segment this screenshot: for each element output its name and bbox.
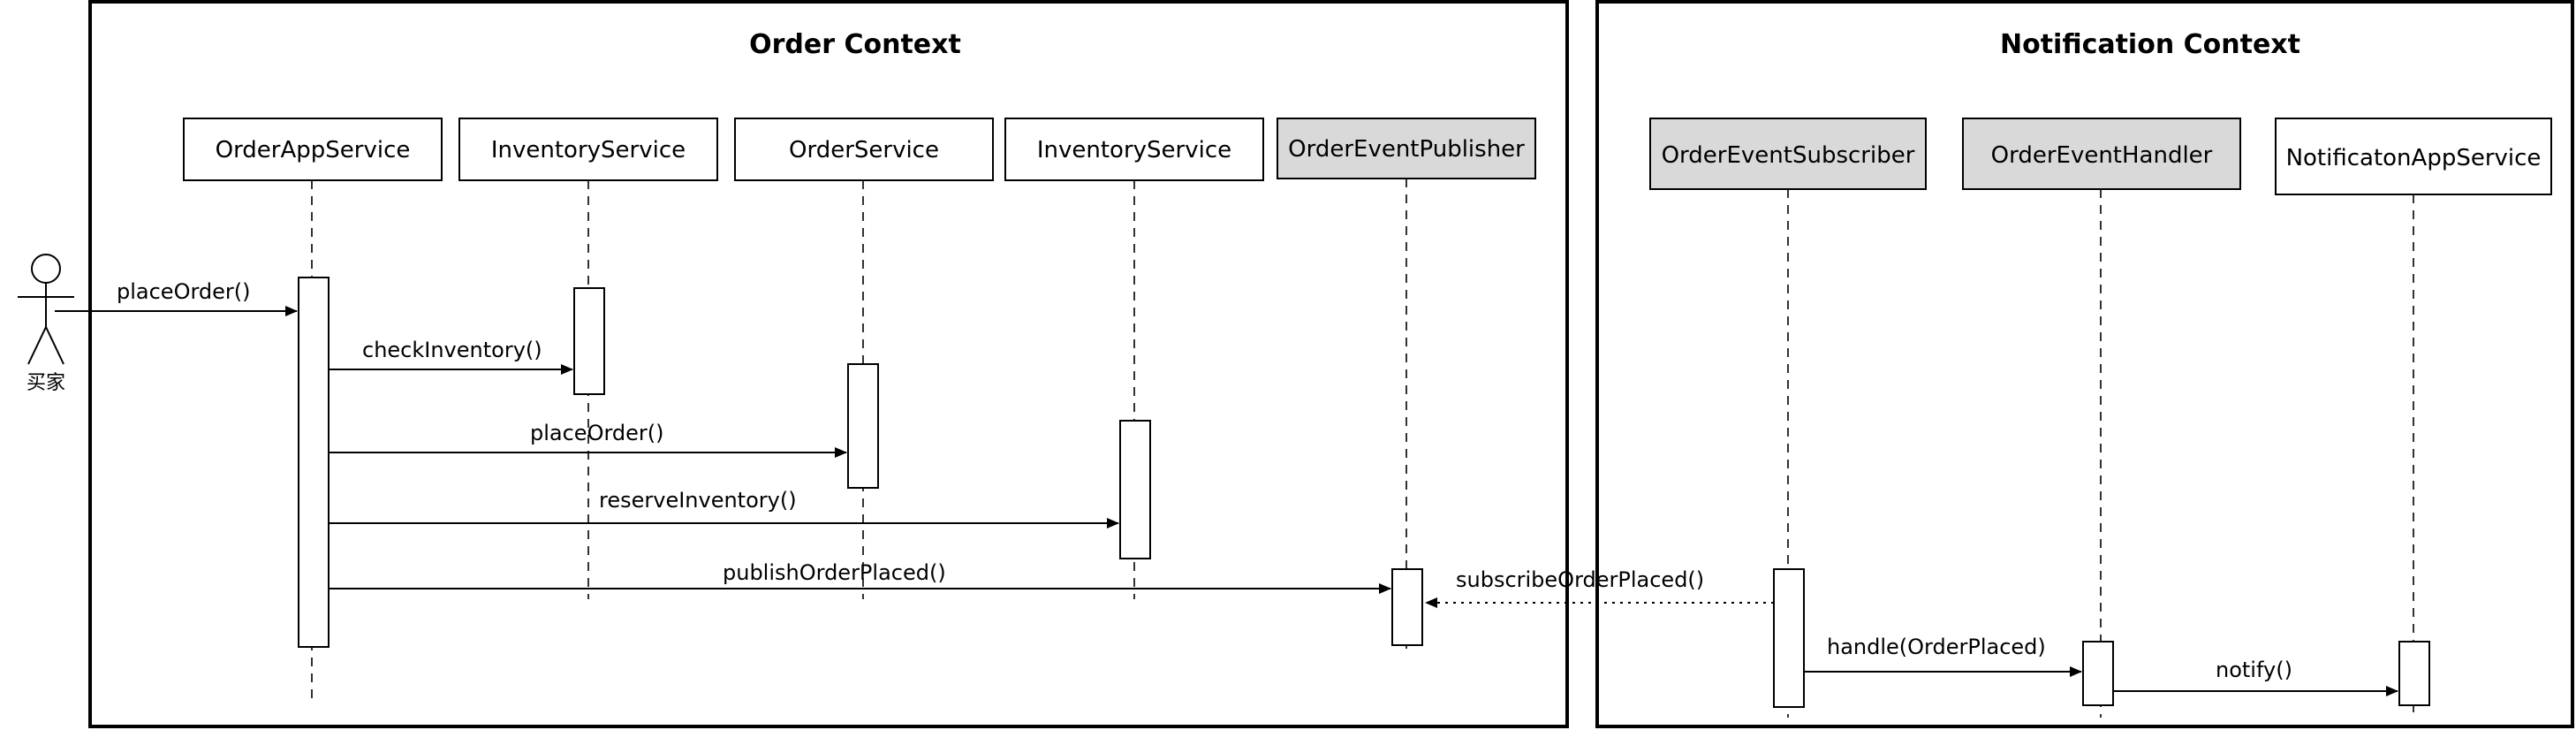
participant-label: InventoryService bbox=[1037, 137, 1231, 163]
activation-bar bbox=[2398, 641, 2430, 706]
activation-bar bbox=[2082, 641, 2114, 706]
message-label: handle(OrderPlaced) bbox=[1827, 635, 2046, 659]
participant-label: OrderEventHandler bbox=[1991, 142, 2213, 169]
activation-bar bbox=[1391, 568, 1423, 646]
participant-notification-app-service: NotificatonAppService bbox=[2275, 118, 2552, 195]
message-publish-order-placed: publishOrderPlaced() bbox=[329, 560, 1391, 594]
notification-context-title: Notification Context bbox=[2000, 29, 2300, 60]
message-subscribe-order-placed: subscribeOrderPlaced() bbox=[1425, 567, 1774, 608]
activation-bar bbox=[1773, 568, 1805, 708]
participant-label: InventoryService bbox=[491, 137, 686, 163]
participant-order-app-service: OrderAppService bbox=[183, 118, 443, 181]
participant-label: OrderService bbox=[789, 137, 939, 163]
message-label: placeOrder() bbox=[530, 421, 664, 445]
participant-order-service: OrderService bbox=[734, 118, 994, 181]
notification-context-frame: Notification Context bbox=[1595, 0, 2574, 728]
message-label: notify() bbox=[2216, 658, 2292, 682]
message-handle-order-placed: handle(OrderPlaced) bbox=[1804, 635, 2082, 677]
activation-bar bbox=[298, 277, 330, 648]
order-context-frame: Order Context bbox=[88, 0, 1569, 728]
message-label: subscribeOrderPlaced() bbox=[1456, 567, 1704, 592]
order-context-title: Order Context bbox=[749, 29, 961, 60]
participant-label: NotificatonAppService bbox=[2286, 145, 2542, 171]
participant-label: OrderEventPublisher bbox=[1288, 136, 1525, 163]
participant-label: OrderAppService bbox=[216, 137, 411, 163]
actor-label: 买家 bbox=[27, 372, 65, 394]
buyer-actor: 买家 bbox=[18, 254, 74, 394]
actor-head-icon bbox=[31, 254, 61, 284]
participant-order-event-subscriber: OrderEventSubscriber bbox=[1649, 118, 1927, 190]
message-place-order-actor: placeOrder() bbox=[55, 279, 298, 316]
message-label: placeOrder() bbox=[117, 279, 251, 304]
message-label: reserveInventory() bbox=[599, 488, 797, 513]
activation-bar bbox=[847, 363, 879, 489]
message-label: checkInventory() bbox=[362, 338, 542, 362]
participant-label: OrderEventSubscriber bbox=[1662, 142, 1915, 169]
participant-inventory-service-1: InventoryService bbox=[458, 118, 718, 181]
message-label: publishOrderPlaced() bbox=[723, 560, 946, 585]
message-place-order: placeOrder() bbox=[329, 421, 847, 458]
activation-bar bbox=[573, 287, 605, 395]
message-check-inventory: checkInventory() bbox=[329, 338, 573, 375]
message-notify: notify() bbox=[2113, 658, 2398, 696]
activation-bar bbox=[1119, 420, 1151, 559]
message-reserve-inventory: reserveInventory() bbox=[329, 488, 1119, 528]
participant-inventory-service-2: InventoryService bbox=[1004, 118, 1264, 181]
participant-order-event-publisher: OrderEventPublisher bbox=[1277, 118, 1536, 179]
participant-order-event-handler: OrderEventHandler bbox=[1962, 118, 2241, 190]
